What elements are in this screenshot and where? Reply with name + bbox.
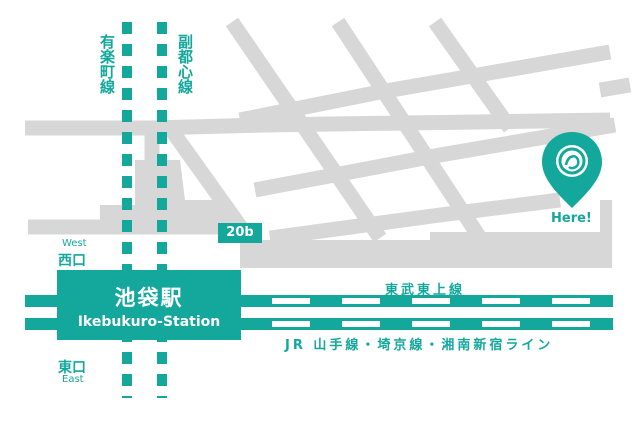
station-name-en: Ikebukuro-Station bbox=[77, 314, 221, 330]
pin-here-label: Here! bbox=[551, 211, 592, 226]
road-network bbox=[25, 17, 632, 246]
jr-line-label: JR 山手線・埼京線・湘南新宿ライン bbox=[285, 338, 554, 353]
yurakucho-line-label: 有楽町線 bbox=[98, 34, 116, 94]
fukutoshin-line-label: 副都心線 bbox=[176, 34, 194, 94]
road-middle-cross bbox=[253, 117, 617, 198]
station-name-jp: 池袋駅 bbox=[114, 286, 184, 310]
road-main-horizontal bbox=[25, 112, 611, 136]
road-lower-cross bbox=[268, 192, 561, 246]
tobu-tojo-line-label: 東武東上線 bbox=[385, 283, 466, 298]
road-blocks bbox=[100, 160, 612, 268]
road-upper-cross bbox=[238, 44, 612, 128]
ikebukuro-station-box: 池袋駅 Ikebukuro-Station bbox=[57, 270, 241, 340]
road-diagonal-2 bbox=[331, 17, 487, 243]
road-east-end bbox=[600, 200, 612, 268]
road-station-front bbox=[240, 240, 612, 268]
west-exit-label-en: West bbox=[62, 238, 87, 249]
track-ties bbox=[272, 298, 590, 327]
east-exit-label-jp: 東口 bbox=[58, 360, 86, 376]
location-pin-icon bbox=[542, 132, 602, 208]
road-diagonal-1 bbox=[225, 17, 387, 243]
road-upper-right bbox=[430, 232, 600, 242]
plaza-block bbox=[100, 160, 230, 222]
exit-20b-badge: 20b bbox=[218, 223, 262, 243]
west-exit-label-jp: 西口 bbox=[58, 253, 86, 269]
road-upper-east bbox=[598, 77, 632, 98]
east-exit-label-en: East bbox=[62, 374, 84, 385]
